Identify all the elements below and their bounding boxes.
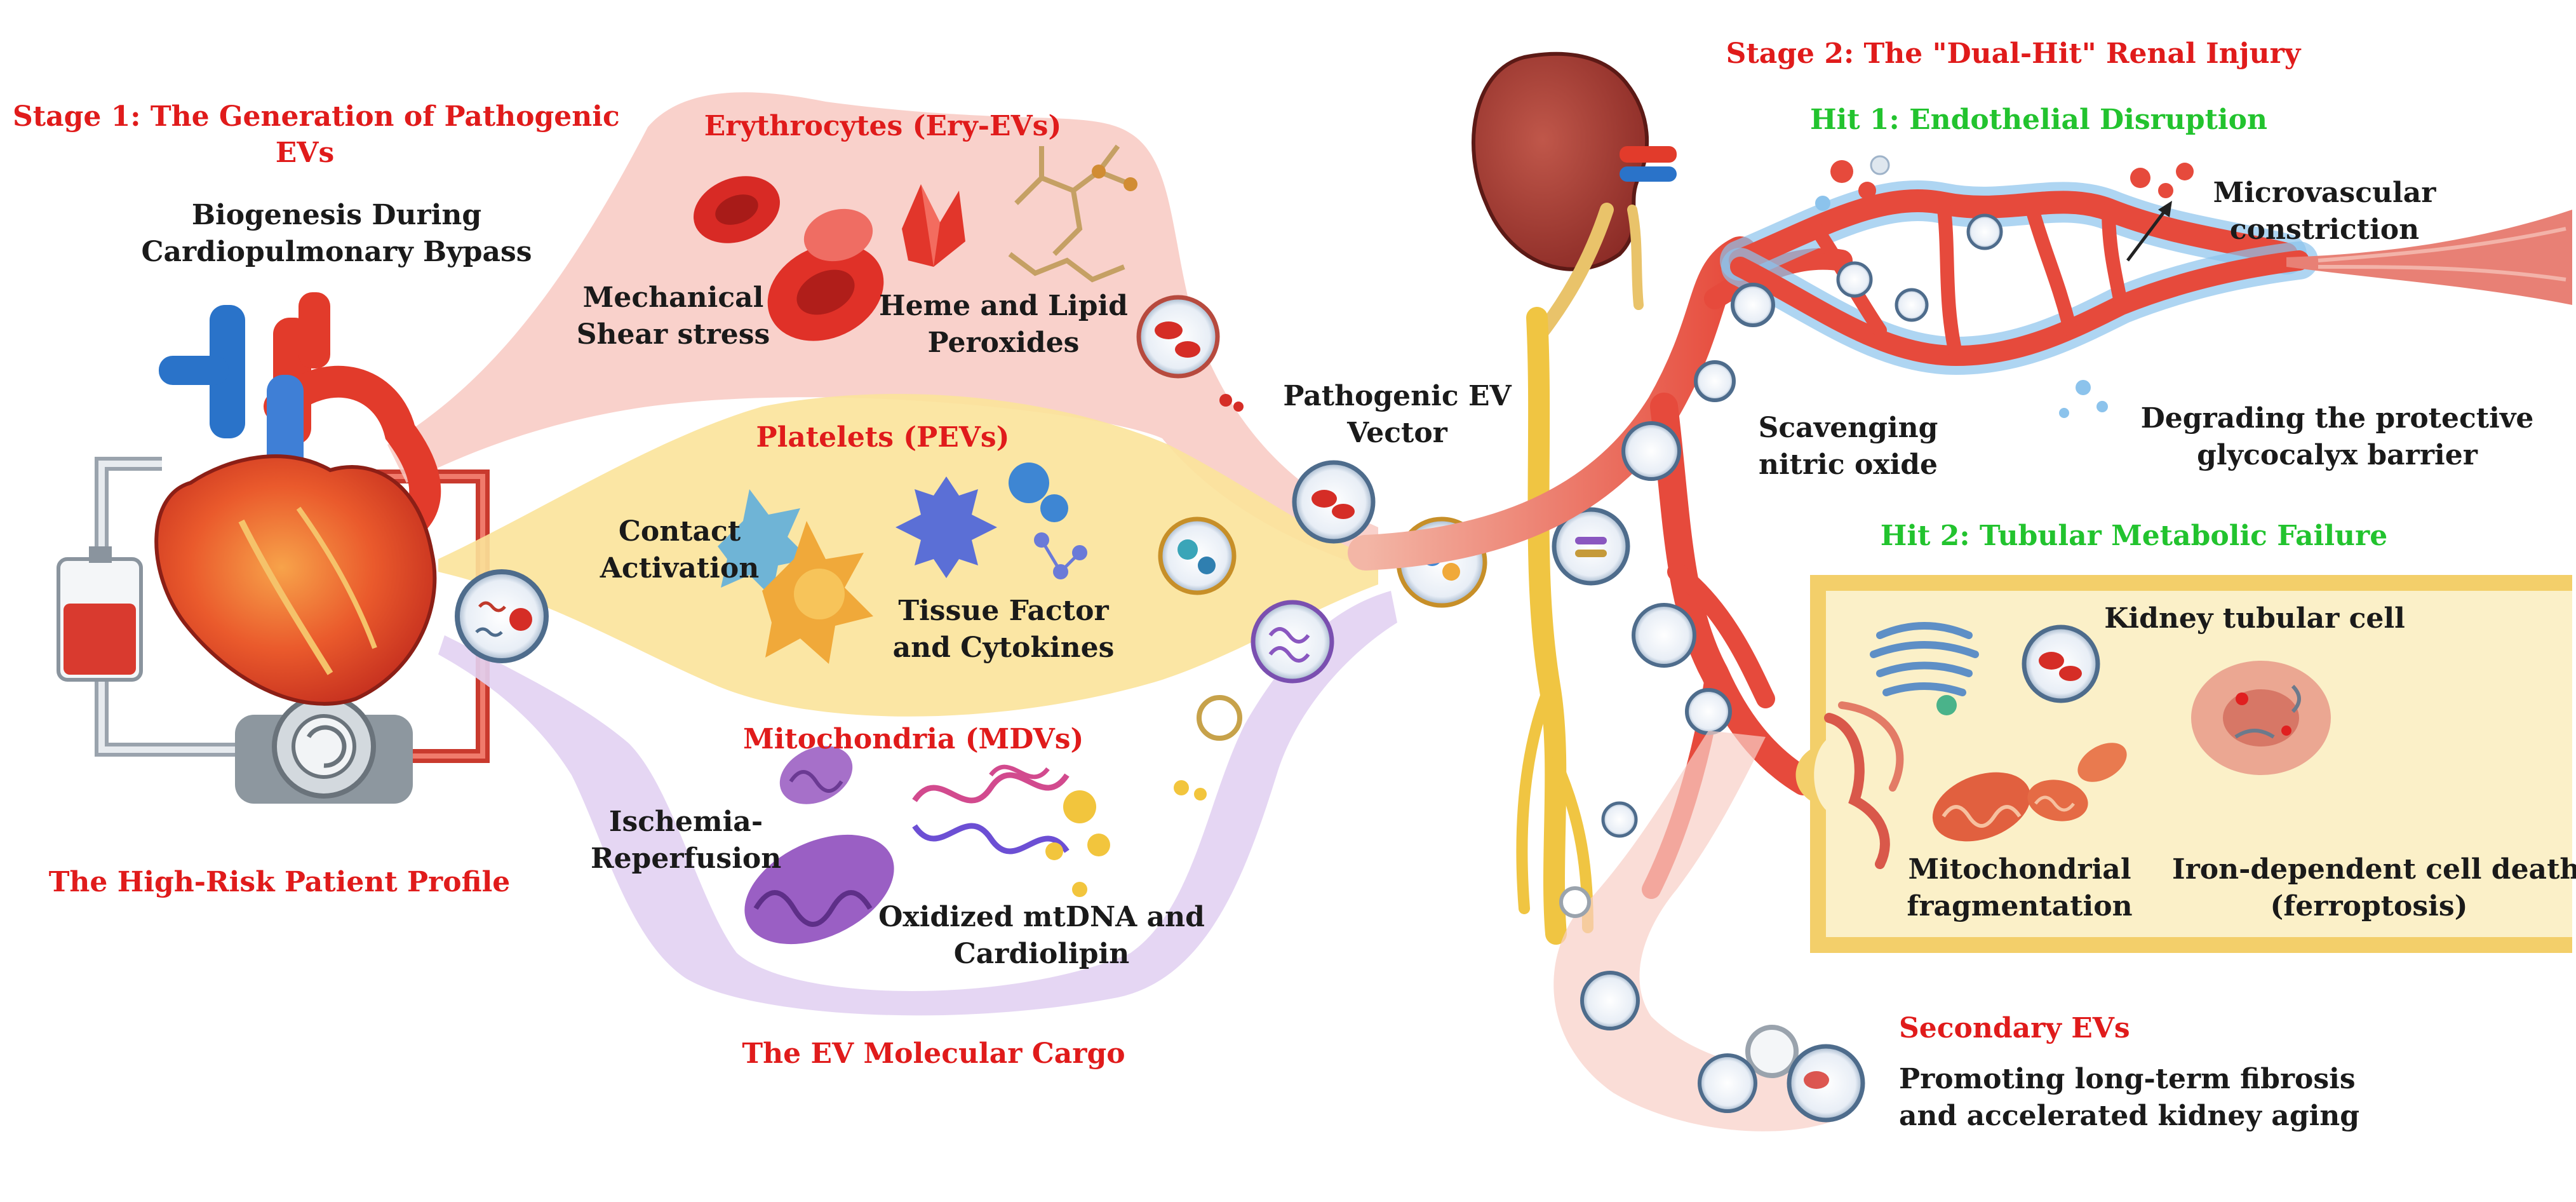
- erythrocytes-content-line2: Peroxides: [927, 327, 1080, 359]
- platelet-band: [438, 394, 1378, 717]
- vector-label-line2: Vector: [1347, 417, 1447, 449]
- ev-vesicle-heart: [455, 569, 549, 663]
- ferroptosis-line1: Iron-dependent cell death: [2172, 853, 2576, 886]
- stage1-subtitle-line2: Cardiopulmonary Bypass: [141, 236, 532, 268]
- mitochondria-content-line1: Oxidized mtDNA and: [878, 901, 1205, 933]
- erythrocytes-title: Erythrocytes (Ery-EVs): [704, 110, 1062, 142]
- bypass-circuit: [57, 457, 490, 804]
- erythrocytes-cause-line2: Shear stress: [576, 318, 770, 351]
- platelets-title: Platelets (PEVs): [756, 421, 1010, 454]
- hit1-title: Hit 1: Endothelial Disruption: [1810, 104, 2267, 136]
- mito-fragmentation-line1: Mitochondrial: [1908, 853, 2131, 886]
- secondary-evs: [1553, 731, 1865, 1131]
- stage1-title-line1: Stage 1: The Generation of Pathogenic: [13, 100, 620, 133]
- platelets-content-line1: Tissue Factor: [898, 595, 1109, 627]
- ev-cargo-label: The EV Molecular Cargo: [742, 1037, 1125, 1070]
- tubular-cell: [1795, 575, 2572, 953]
- mitochondria-content-line2: Cardiolipin: [953, 938, 1130, 970]
- capillary-network: [1621, 155, 2572, 735]
- stage1-title-line2: EVs: [275, 137, 335, 169]
- glycocalyx-line2: glycocalyx barrier: [2197, 439, 2478, 471]
- nitric-oxide-line1: Scavenging: [1758, 412, 1938, 444]
- mitochondria-artwork: [744, 600, 1334, 945]
- platelets-cause-line2: Activation: [600, 552, 760, 584]
- platelet-artwork: [718, 463, 1237, 664]
- platelets-cause-line1: Contact: [618, 515, 741, 548]
- mitochondria-cause-line1: Ischemia-: [608, 806, 763, 838]
- glycocalyx-line1: Degrading the protective: [2140, 402, 2534, 435]
- mitochondria-cause-line2: Reperfusion: [591, 842, 782, 875]
- erythrocytes-cause-line1: Mechanical: [582, 281, 764, 314]
- secondary-evs-title: Secondary EVs: [1899, 1012, 2130, 1044]
- constriction-line2: constriction: [2229, 213, 2420, 246]
- patient-profile-label: The High-Risk Patient Profile: [48, 866, 511, 898]
- kidney-illustration: [1472, 51, 1677, 337]
- stage2-title: Stage 2: The "Dual-Hit" Renal Injury: [1726, 37, 2301, 70]
- mito-fragmentation-line2: fragmentation: [1907, 890, 2133, 922]
- vector-evs: [1292, 460, 1630, 608]
- secondary-evs-line1: Promoting long-term fibrosis: [1899, 1063, 2356, 1095]
- mitochondria-title: Mitochondria (MDVs): [743, 723, 1084, 755]
- hit2-title: Hit 2: Tubular Metabolic Failure: [1880, 520, 2388, 552]
- erythrocytes-content-line1: Heme and Lipid: [879, 290, 1128, 322]
- ferroptosis-line2: (ferroptosis): [2270, 890, 2468, 922]
- vector-label-line1: Pathogenic EV: [1283, 380, 1512, 412]
- secondary-evs-line2: and accelerated kidney aging: [1899, 1100, 2360, 1132]
- erythrocyte-band: [387, 92, 1378, 572]
- erythrocyte-artwork: [694, 144, 1244, 412]
- platelets-content-line2: and Cytokines: [892, 631, 1115, 664]
- heart-illustration: [154, 292, 441, 706]
- tubular-cell-label: Kidney tubular cell: [2104, 602, 2405, 635]
- mitochondria-band: [438, 591, 1397, 1016]
- nitric-oxide-line2: nitric oxide: [1758, 449, 1938, 481]
- constriction-line1: Microvascular: [2213, 177, 2436, 209]
- stage1-subtitle-line1: Biogenesis During: [191, 199, 482, 231]
- nerve-trunk: [1526, 307, 1567, 945]
